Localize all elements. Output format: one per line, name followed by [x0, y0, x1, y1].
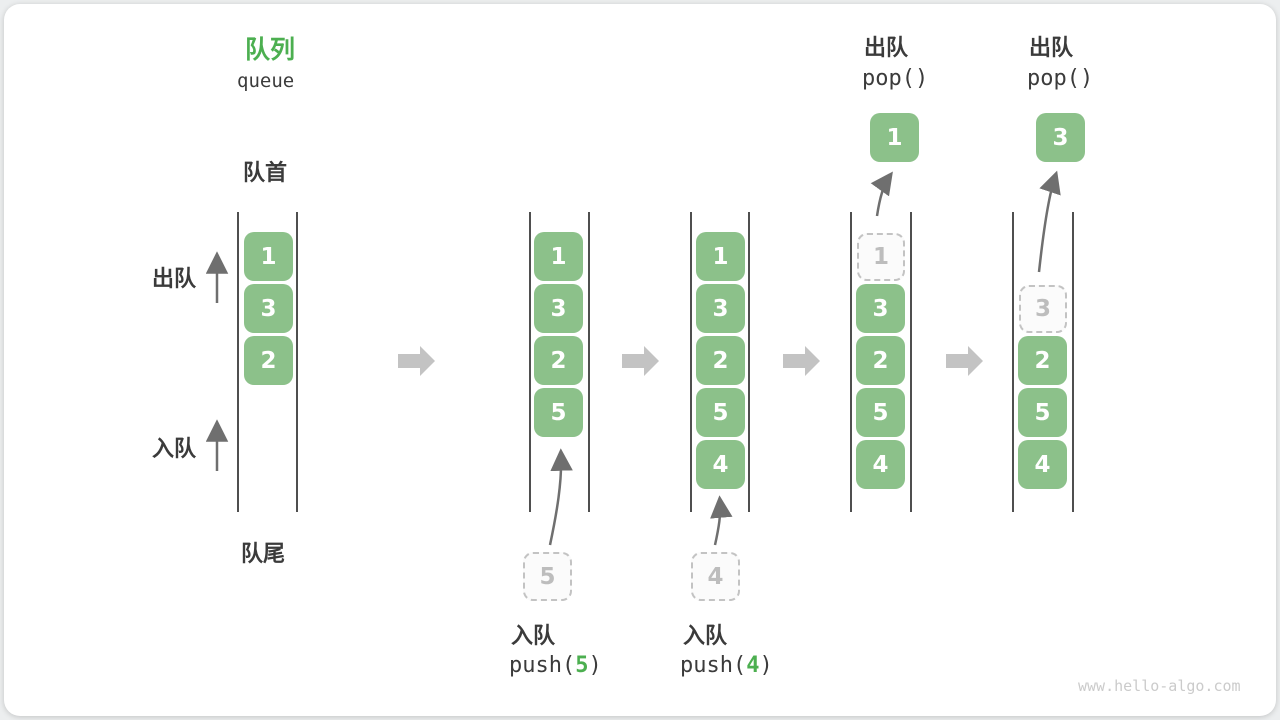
call-text: push(: [509, 653, 576, 678]
queue-element: 4: [696, 440, 745, 489]
call-text: ): [759, 653, 773, 678]
queue-element: 5: [696, 388, 745, 437]
dequeue-op-call: pop(): [1027, 66, 1094, 91]
popped-element: 1: [870, 113, 919, 162]
dequeue-op-label: 出队: [864, 36, 909, 61]
queue-front-label: 队首: [243, 161, 288, 186]
queue-state-1-walls: [237, 212, 298, 512]
figure-title-en: queue: [237, 70, 295, 92]
queue-rear-label: 队尾: [241, 542, 286, 567]
call-text: push(: [680, 653, 747, 678]
queue-element: 1: [244, 232, 293, 281]
removed-element-ghost: 1: [857, 233, 905, 281]
figure-title-zh: 队列: [245, 35, 296, 64]
queue-element: 1: [696, 232, 745, 281]
queue-state-5-walls: [1012, 212, 1074, 512]
enqueue-op-label: 入队: [683, 624, 728, 649]
queue-element: 3: [696, 284, 745, 333]
popped-element: 3: [1036, 113, 1085, 162]
queue-element: 4: [856, 440, 905, 489]
queue-element: 3: [534, 284, 583, 333]
enqueue-op-label: 入队: [511, 624, 556, 649]
call-arg: 5: [575, 653, 589, 678]
queue-element: 1: [534, 232, 583, 281]
dequeue-side-label: 出队: [152, 267, 197, 292]
incoming-element: 5: [523, 552, 572, 601]
queue-state-2-walls: [529, 212, 590, 512]
queue-element: 2: [1018, 336, 1067, 385]
queue-element: 2: [244, 336, 293, 385]
dequeue-op-call: pop(): [862, 66, 929, 91]
queue-element: 5: [1018, 388, 1067, 437]
queue-state-4-walls: [850, 212, 912, 512]
incoming-element: 4: [691, 552, 740, 601]
removed-element-ghost: 3: [1019, 285, 1067, 333]
queue-element: 3: [856, 284, 905, 333]
queue-element: 2: [534, 336, 583, 385]
queue-state-3-walls: [690, 212, 750, 512]
queue-element: 5: [534, 388, 583, 437]
enqueue-side-label: 入队: [152, 437, 197, 462]
watermark: www.hello-algo.com: [1078, 677, 1241, 695]
call-text: ): [588, 653, 602, 678]
queue-element: 2: [856, 336, 905, 385]
figure-card: [4, 4, 1276, 716]
queue-element: 4: [1018, 440, 1067, 489]
queue-element: 3: [244, 284, 293, 333]
dequeue-op-label: 出队: [1029, 36, 1074, 61]
queue-element: 2: [696, 336, 745, 385]
queue-element: 5: [856, 388, 905, 437]
call-arg: 4: [746, 653, 760, 678]
enqueue-op-call: push(5): [509, 653, 602, 678]
enqueue-op-call: push(4): [680, 653, 773, 678]
